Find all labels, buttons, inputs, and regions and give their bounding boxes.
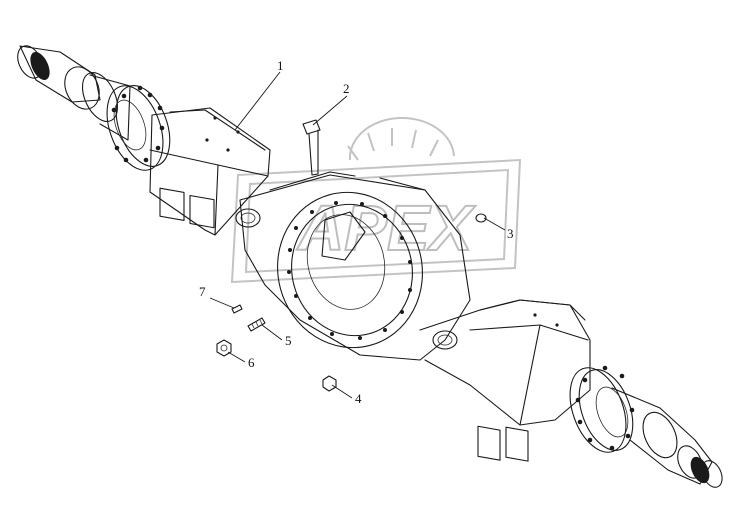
watermark-text: APEX (296, 192, 476, 264)
stud-5 (247, 317, 266, 332)
callout-3: 3 (507, 226, 514, 241)
nut-6 (216, 339, 232, 357)
callout-2: 2 (343, 81, 350, 96)
callout-7: 7 (199, 284, 206, 299)
callout-labels: 1 2 3 4 5 6 7 (199, 58, 514, 406)
right-spring-seat (419, 299, 591, 462)
left-spring-seat (149, 107, 271, 236)
small-parts (216, 119, 487, 392)
nut-4 (322, 375, 337, 392)
watermark-logo: APEX (230, 117, 522, 284)
callout-4: 4 (355, 391, 362, 406)
pin-7 (231, 304, 243, 314)
callout-1: 1 (277, 58, 284, 73)
right-spindle (569, 365, 723, 488)
left-spindle (17, 45, 171, 171)
plug-3 (475, 213, 487, 223)
banjo-housing (239, 171, 471, 361)
callout-6: 6 (248, 355, 255, 370)
breather-bolt (302, 119, 321, 135)
callout-5: 5 (285, 333, 292, 348)
leader-lines (209, 71, 506, 399)
